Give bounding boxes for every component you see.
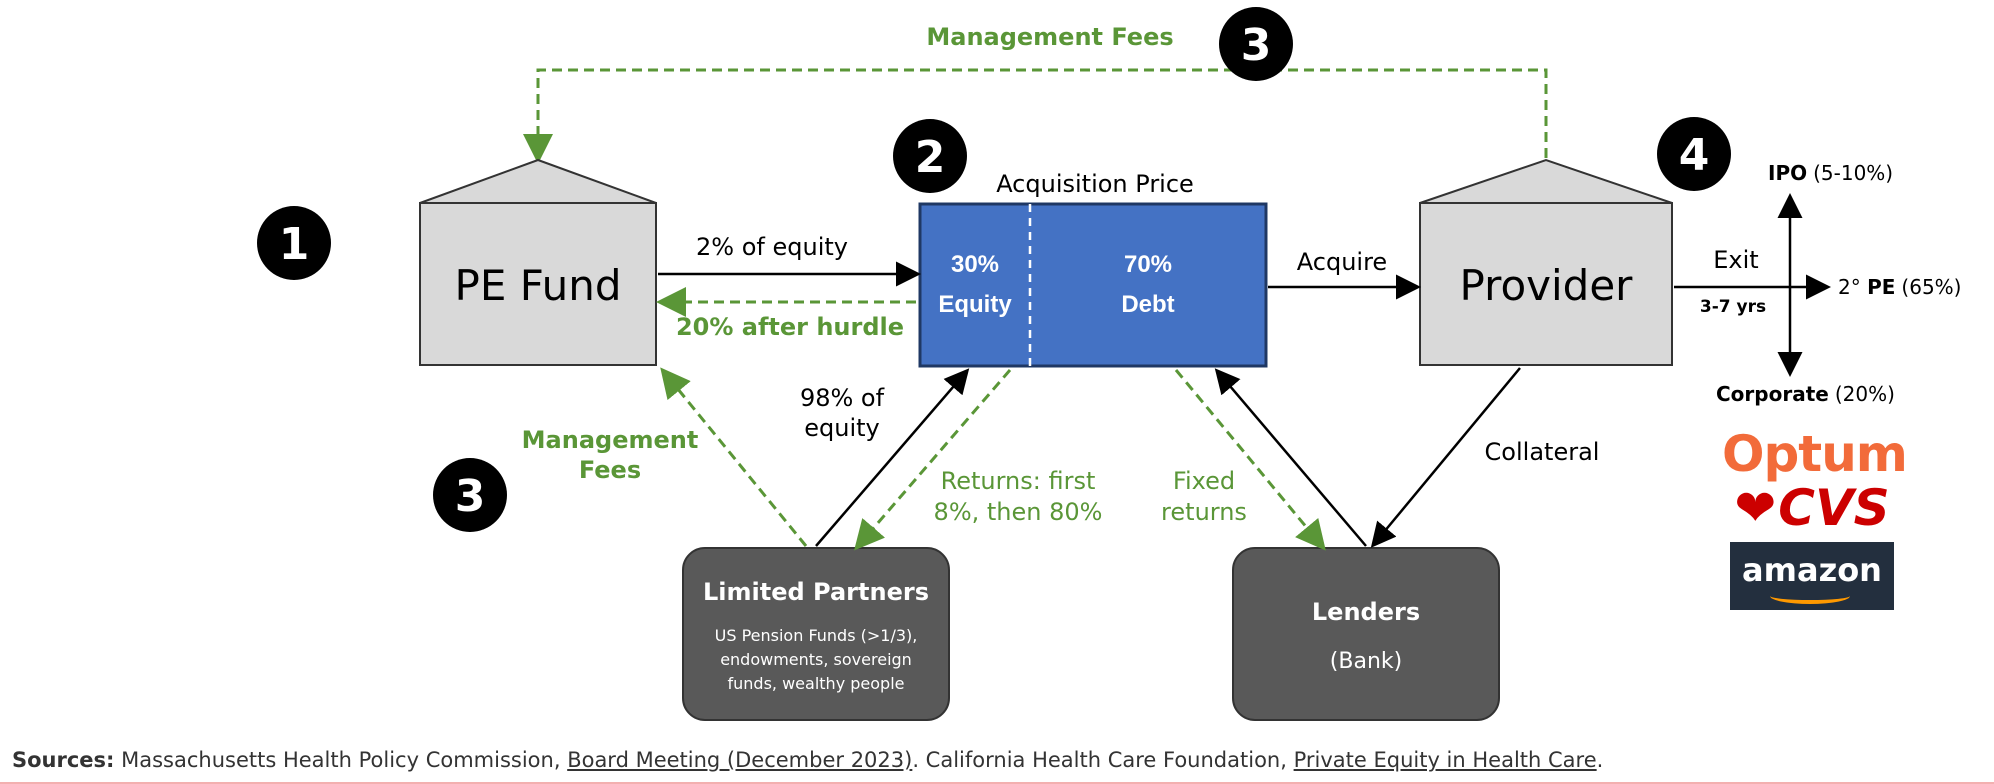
fixed-returns-line2: returns [1161,498,1247,526]
provider-label: Provider [1460,261,1634,310]
acquire-flow: Acquire [1268,248,1421,300]
badge-4: 4 [1657,117,1731,191]
limited-partners-node: Limited Partners US Pension Funds (>1/3)… [682,547,950,721]
collateral-flow: Collateral [1370,367,1600,548]
lenders-node: Lenders (Bank) [1232,547,1500,721]
collateral-label: Collateral [1485,438,1600,466]
exit-option-secondary-pe: 2° PE(65%) [1838,275,1961,299]
exit-label: Exit [1713,246,1758,274]
pe-fund-label: PE Fund [455,261,622,310]
ninety-eight-pct-flow: 98% of equity [800,368,970,547]
limited-partners-title: Limited Partners [703,578,929,606]
badge-2-number: 2 [915,132,946,183]
returns-flow: Returns: first 8%, then 80% [854,369,1103,551]
badge-2: 2 [893,119,967,193]
badge-3-top-number: 3 [1241,20,1272,71]
lenders-title: Lenders [1312,598,1420,626]
management-fees-top-flow: Management Fees [523,23,1548,164]
debt-label: Debt [1121,291,1174,318]
lenders-sub: (Bank) [1330,649,1402,674]
sources-footer: Sources: Massachusetts Health Policy Com… [12,748,1603,772]
sources-text-2: . California Health Care Foundation, [912,748,1294,772]
amazon-logo-text: amazon [1742,551,1882,589]
limited-partners-desc-3: funds, wealthy people [728,674,905,693]
source-link-board-meeting[interactable]: Board Meeting (December 2023) [567,748,913,772]
returns-line1: Returns: first [941,467,1096,495]
secondary-pe-label: PE [1867,275,1895,299]
badge-3-left: 3 [433,458,507,532]
equity-percent: 30% [951,251,999,278]
svg-text:2° PE(65%): 2° PE(65%) [1838,275,1961,299]
management-fees-left-line2: Fees [579,456,641,484]
exit-years-label: 3-7 yrs [1700,297,1766,317]
svg-text:IPO(5-10%): IPO(5-10%) [1768,161,1893,185]
optum-logo: Optum [1722,425,1908,483]
exit-option-corporate: Corporate(20%) [1716,382,1895,406]
ninety-eight-pct-line1: 98% of [800,384,885,412]
limited-partners-desc-1: US Pension Funds (>1/3), [715,626,918,645]
management-fees-top-label: Management Fees [926,23,1173,51]
amazon-logo: amazon [1730,542,1894,610]
management-fees-left-flow: Management Fees [522,367,808,547]
cvs-heart-icon: ❤ [1734,479,1777,537]
badge-3-left-number: 3 [455,471,486,522]
two-pct-equity-flow: 2% of equity [658,233,921,287]
badge-1: 1 [257,206,331,280]
cvs-logo: ❤CVS [1722,482,1902,534]
secondary-pe-pct: (65%) [1901,275,1961,299]
source-link-private-equity[interactable]: Private Equity in Health Care [1293,748,1597,772]
corporate-pct: (20%) [1835,382,1895,406]
limited-partners-desc-2: endowments, sovereign [720,650,912,669]
badge-4-number: 4 [1679,130,1710,181]
pe-fund-node: PE Fund [419,158,657,366]
acquisition-title: Acquisition Price [996,170,1194,198]
ninety-eight-pct-line2: equity [804,414,880,442]
provider-node: Provider [1419,158,1673,366]
ipo-pct: (5-10%) [1813,161,1893,185]
corporate-label: Corporate [1716,382,1829,406]
fixed-returns-line1: Fixed [1173,467,1235,495]
carry-label: 20% after hurdle [676,313,904,341]
secondary-pe-prefix: 2° [1838,275,1867,299]
badge-1-number: 1 [279,219,310,270]
debt-percent: 70% [1124,251,1172,278]
ipo-label: IPO [1768,161,1807,185]
sources-text-1: Massachusetts Health Policy Commission, [114,748,568,772]
footer-divider [0,782,1994,784]
acquire-label: Acquire [1297,248,1387,276]
management-fees-left-line1: Management [522,426,699,454]
fixed-returns-flow: Fixed returns [1161,369,1326,551]
svg-text:Corporate(20%): Corporate(20%) [1716,382,1895,406]
exit-option-ipo: IPO(5-10%) [1768,161,1893,185]
sources-text-3: . [1596,748,1604,772]
sources-label: Sources: [12,748,115,772]
acquisition-price-node: Acquisition Price 30% Equity 70% Debt [918,170,1268,368]
cvs-logo-text: CVS [1778,479,1890,537]
carry-flow: 20% after hurdle [656,287,916,341]
exit-flow: Exit 3-7 yrs [1674,193,1831,377]
badge-3-top: 3 [1219,7,1293,81]
equity-label: Equity [938,291,1012,318]
amazon-smile-icon [1770,588,1850,604]
two-pct-equity-label: 2% of equity [696,233,848,261]
acquirer-logos: Optum ❤CVS amazon [1722,425,1908,610]
returns-line2: 8%, then 80% [934,498,1103,526]
lender-debt-flow [1214,368,1367,547]
